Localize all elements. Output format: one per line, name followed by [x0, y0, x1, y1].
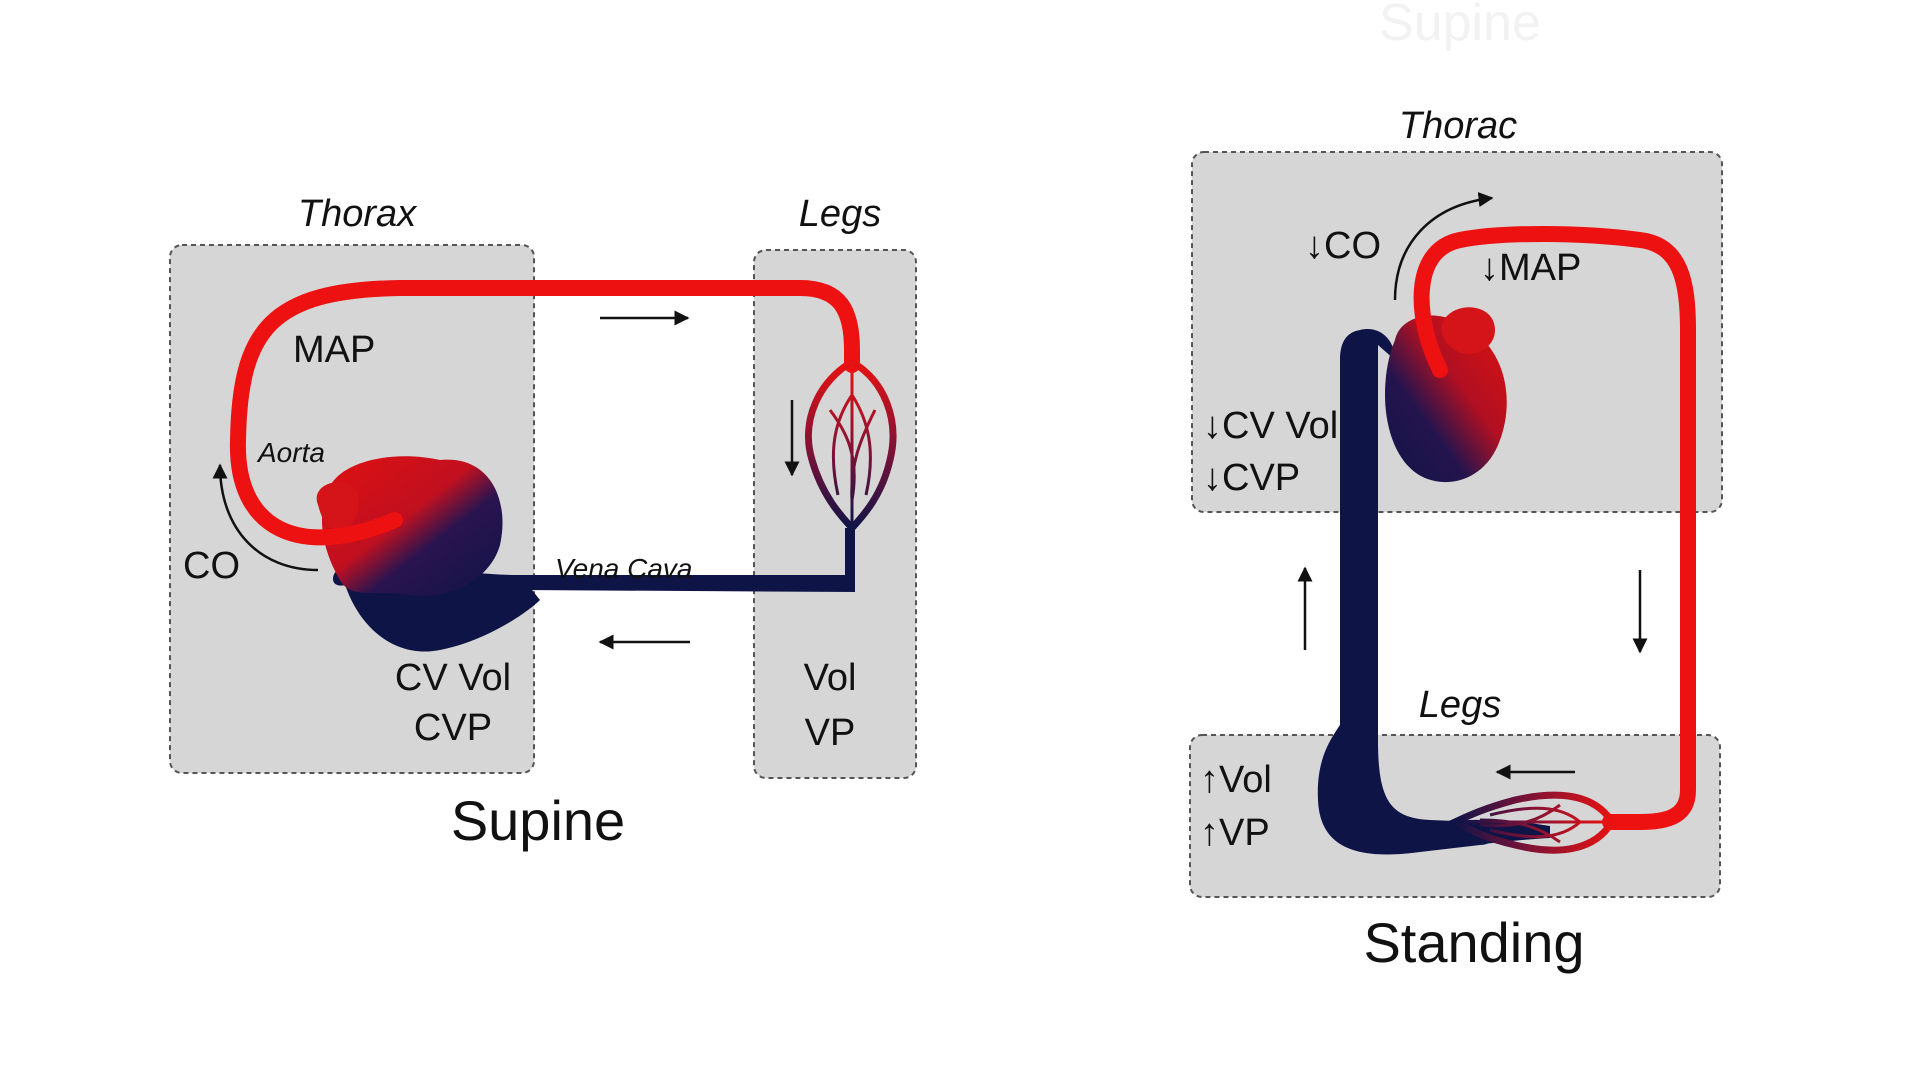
standing-faded-heading: Supine: [1379, 0, 1541, 52]
supine-heart: [321, 456, 503, 596]
standing-atrium: [1441, 307, 1495, 354]
supine-vol-label: Vol: [804, 657, 857, 699]
supine-cvp-label: CVP: [414, 707, 492, 749]
supine-map-label: MAP: [293, 329, 375, 371]
standing-co-label: ↓CO: [1305, 225, 1381, 267]
standing-co-arrow: [1393, 192, 1494, 301]
supine-vena-cava-label: Vena Cava: [555, 553, 693, 584]
standing-cvp-label: ↓CVP: [1203, 457, 1300, 499]
supine-co-label: CO: [183, 545, 240, 587]
supine-cv-vol-label: CV Vol: [395, 657, 511, 699]
standing-vein: [1317, 329, 1495, 855]
standing-leg-capillary-bed: [1447, 791, 1617, 854]
standing-vp-label: ↑VP: [1200, 812, 1270, 854]
supine-co-arrow: [212, 463, 319, 572]
supine-caption: Supine: [451, 789, 625, 852]
standing-vol-label: ↑Vol: [1200, 759, 1272, 801]
standing-panel: Supine Thorac ↓CO ↓MAP ↓CV Vol ↓CVP Legs…: [1189, 0, 1723, 974]
standing-caption: Standing: [1363, 911, 1584, 974]
supine-aorta-label: Aorta: [256, 437, 325, 468]
standing-legs-label: Legs: [1419, 684, 1501, 726]
standing-heart: [1385, 315, 1507, 483]
standing-cv-vol-label: ↓CV Vol: [1203, 405, 1338, 447]
supine-leg-capillary-bed: [805, 357, 897, 534]
standing-map-label: ↓MAP: [1480, 247, 1581, 289]
supine-leg-capillaries: [828, 370, 877, 525]
standing-artery: [1413, 226, 1696, 830]
standing-thorax-label: Thorac: [1399, 105, 1517, 147]
supine-vp-label: VP: [805, 712, 856, 754]
supine-atrium: [316, 482, 360, 530]
supine-panel: Thorax Legs MAP Aorta CO Vena Cava CV Vo…: [169, 193, 917, 852]
standing-leg-capillaries: [1460, 803, 1605, 844]
supine-artery: [229, 280, 860, 546]
supine-thorax-label: Thorax: [298, 193, 418, 235]
supine-legs-label: Legs: [799, 193, 881, 235]
